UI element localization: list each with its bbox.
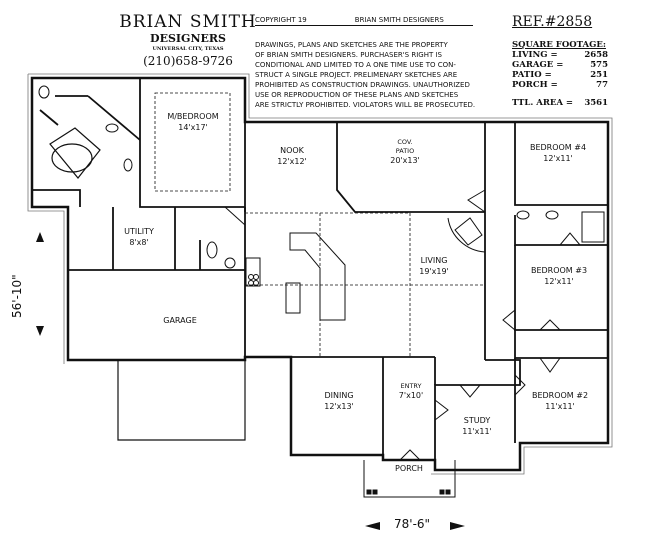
copyright-holder: BRIAN SMITH DESIGNERS: [354, 16, 444, 24]
dimension-arrows: [36, 232, 465, 530]
sqft-row: PATIO =251: [512, 70, 608, 80]
copyright-line: COPYRIGHT 19 BRIAN SMITH DESIGNERS: [255, 16, 473, 26]
width-dimension: 78'-6": [394, 517, 431, 531]
sqft-row: PORCH =77: [512, 80, 608, 90]
square-footage-table: SQUARE FOOTAGE: LIVING =2658 GARAGE =575…: [512, 40, 608, 108]
copyright-text: COPYRIGHT 19: [255, 16, 307, 24]
legal-line: DRAWINGS, PLANS AND SKETCHES ARE THE PRO…: [255, 41, 448, 49]
kitchen-island: [245, 232, 346, 321]
brand-name: BRIAN SMITH: [119, 12, 257, 32]
brand-sub: DESIGNERS: [150, 32, 226, 45]
designer-logo: BRIAN SMITH DESIGNERS UNIVERSAL CITY, TE…: [118, 12, 258, 68]
sqft-title: SQUARE FOOTAGE:: [512, 40, 606, 50]
fixtures: [38, 85, 605, 269]
room-porch: PORCH: [395, 464, 423, 473]
legal-notice: DRAWINGS, PLANS AND SKETCHES ARE THE PRO…: [255, 40, 515, 110]
plan-reference: REF.#2858: [512, 14, 593, 30]
phone-number: (210)658-9726: [143, 54, 233, 68]
bathtub-icon: [49, 127, 101, 179]
room-garage: GARAGE: [163, 316, 197, 325]
sqft-row: GARAGE =575: [512, 60, 608, 70]
legal-line: CONDITIONAL AND LIMITED TO A ONE TIME US…: [255, 61, 456, 69]
legal-line: ARE STRICTLY PROHIBITED. VIOLATORS WILL …: [255, 101, 476, 109]
legal-line: USE OR REPRODUCTION OF THESE PLANS AND S…: [255, 91, 459, 99]
legal-line: STRUCT A SINGLE PROJECT. PRELIMENARY SKE…: [255, 71, 458, 79]
legal-line: PROHIBITED AS CONSTRUCTION DRAWINGS. UNA…: [255, 81, 470, 89]
door-swings: [224, 189, 581, 461]
legal-line: OF BRIAN SMITH DESIGNERS. PURCHASER'S RI…: [255, 51, 442, 59]
porch-outline: [363, 460, 456, 498]
total-area-row: TTL. AREA =3561: [512, 98, 608, 108]
exterior-offset-line: [27, 73, 613, 475]
fireplace: [447, 217, 486, 253]
brand-city: UNIVERSAL CITY, TEXAS: [152, 46, 224, 52]
sqft-row: LIVING =2658: [512, 50, 608, 60]
interior-walls: [32, 78, 608, 470]
ceiling-dashed-lines: [117, 92, 485, 440]
depth-dimension: 56'-10": [10, 274, 24, 318]
